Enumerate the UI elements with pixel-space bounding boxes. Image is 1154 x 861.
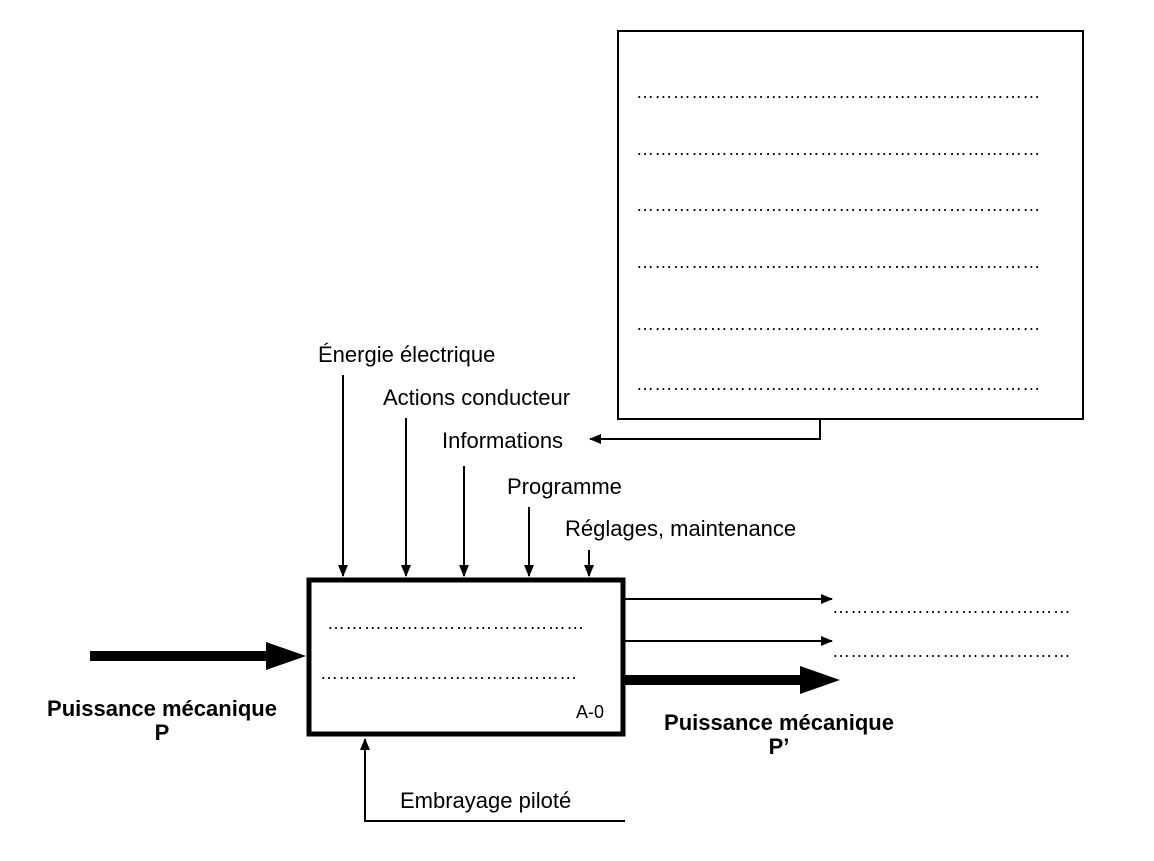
input-power-line2: P xyxy=(154,720,170,745)
input-power-arrowhead xyxy=(266,642,306,670)
actions-label: Actions conducteur xyxy=(383,385,571,410)
reglages-label: Réglages, maintenance xyxy=(565,516,797,541)
programme-label: Programme xyxy=(507,474,622,499)
notes-line-4: ………………………………………………………… xyxy=(636,252,1041,272)
informations-arrow xyxy=(589,419,821,444)
notes-line-5: ………………………………………………………… xyxy=(636,314,1041,334)
function-id: A-0 xyxy=(576,702,605,722)
energie-label: Énergie électrique xyxy=(318,342,496,367)
notes-line-6: ………………………………………………………… xyxy=(636,374,1041,394)
notes-box xyxy=(617,30,1084,420)
output-line-2: ………………………………… xyxy=(832,641,1072,661)
informations-label: Informations xyxy=(442,428,564,453)
function-box xyxy=(306,577,626,737)
input-power-line1: Puissance mécanique xyxy=(47,696,277,721)
function-line-1: …………………………………… xyxy=(327,613,585,633)
output-power-arrowhead xyxy=(800,666,840,694)
support-arrow xyxy=(360,738,625,822)
notes-line-2: ………………………………………………………… xyxy=(636,139,1041,159)
output-power-line1: Puissance mécanique xyxy=(664,710,894,735)
function-line-2: …………………………………… xyxy=(320,663,578,683)
notes-line-1: ………………………………………………………… xyxy=(636,82,1041,102)
output-power-label: Puissance mécanique P’ xyxy=(645,711,913,759)
support-label: Embrayage piloté xyxy=(400,788,572,813)
input-power-label: Puissance mécanique P xyxy=(28,697,296,745)
output-power-line2: P’ xyxy=(768,734,790,759)
output-line-1: ………………………………… xyxy=(832,597,1072,617)
notes-line-3: ………………………………………………………… xyxy=(636,195,1041,215)
